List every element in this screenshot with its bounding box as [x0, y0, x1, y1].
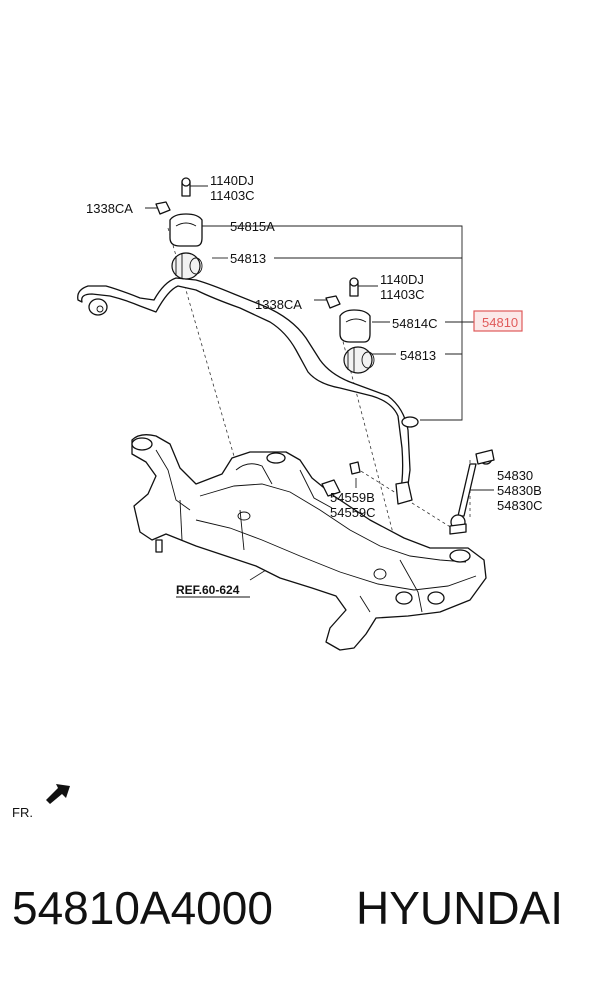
- label-bolt-top-left-1: 1140DJ: [210, 173, 254, 188]
- front-arrow-icon: [46, 784, 70, 804]
- brand-name: HYUNDAI: [356, 882, 564, 934]
- label-nut-link-1: 54559B: [330, 490, 375, 505]
- front-indicator: FR.: [12, 784, 70, 820]
- label-bolt-top-left-2: 11403C: [210, 188, 255, 203]
- label-front: FR.: [12, 805, 33, 820]
- stabilizer-bar: [77, 277, 419, 505]
- label-bushing-right: 54813: [400, 348, 436, 363]
- label-link-2: 54830B: [497, 483, 542, 498]
- part-number: 54810A4000: [12, 882, 273, 934]
- callout-labels: 1140DJ 11403C 1338CA 54815A 54813 1140DJ…: [86, 173, 543, 598]
- label-nut-link-2: 54559C: [330, 505, 376, 520]
- left-mount: [155, 177, 203, 280]
- subframe: [131, 434, 487, 651]
- label-bracket-right: 54814C: [392, 316, 438, 331]
- label-link-1: 54830: [497, 468, 533, 483]
- stabilizer-link: [349, 449, 495, 535]
- leader-lines: [145, 185, 494, 581]
- assembly-highlight-box: [473, 310, 523, 332]
- label-reference: REF.60-624: [176, 583, 240, 597]
- label-assembly: 54810: [482, 315, 518, 330]
- label-nut-left: 1338CA: [86, 201, 133, 216]
- label-bolt-right-2: 11403C: [380, 287, 425, 302]
- label-bracket-left: 54815A: [230, 219, 275, 234]
- right-mount: [325, 277, 375, 374]
- label-bushing-left: 54813: [230, 251, 266, 266]
- label-bolt-right-1: 1140DJ: [380, 272, 424, 287]
- label-link-3: 54830C: [497, 498, 543, 513]
- label-nut-right: 1338CA: [255, 297, 302, 312]
